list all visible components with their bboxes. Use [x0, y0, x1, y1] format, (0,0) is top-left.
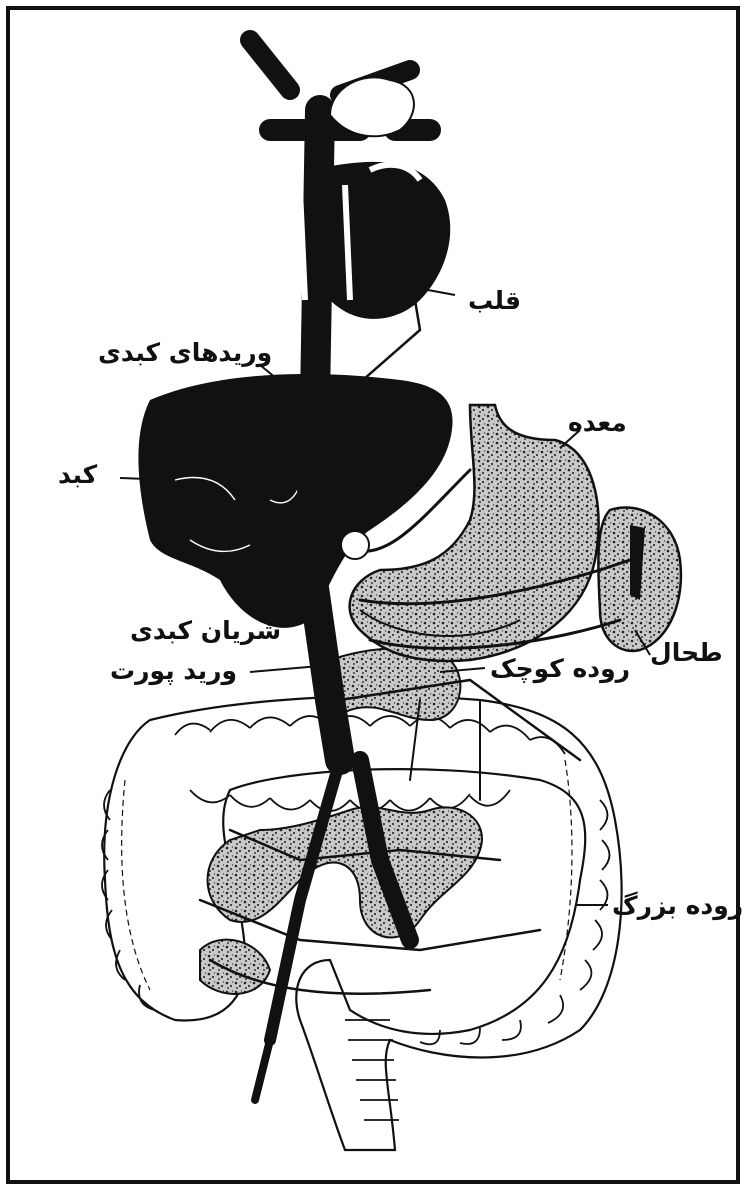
label-hepatic-veins: وریدهای کبدی: [98, 340, 272, 365]
label-large-intestine: روده بزرگ: [612, 893, 743, 918]
spleen: [598, 507, 681, 650]
label-liver: کبد: [58, 462, 97, 487]
label-hepatic-artery: شریان کبدی: [130, 618, 281, 643]
label-stomach: معده: [568, 410, 627, 435]
label-heart: قلب: [468, 288, 521, 313]
label-spleen: طحال: [650, 640, 723, 665]
label-portal-vein: ورید پورت: [110, 658, 237, 683]
label-small-intestine: روده کوچک: [490, 656, 630, 681]
